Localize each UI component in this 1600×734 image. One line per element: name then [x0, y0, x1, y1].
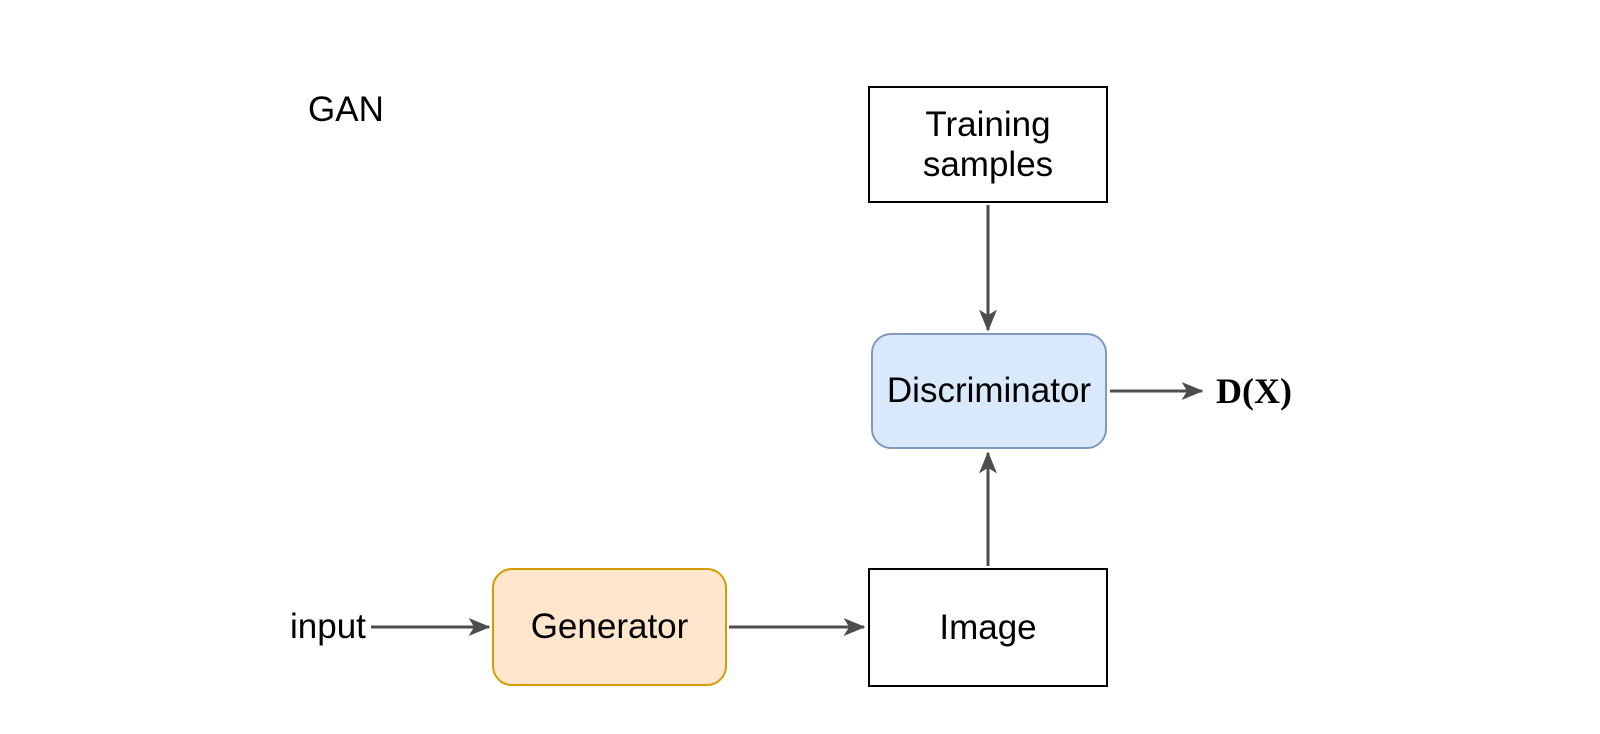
node-discriminator: Discriminator: [871, 333, 1107, 449]
node-training-samples: Training samples: [868, 86, 1108, 203]
diagram-title: GAN: [308, 90, 384, 129]
output-label: D(X): [1216, 371, 1292, 411]
node-image-label: Image: [939, 607, 1037, 647]
node-generator: Generator: [492, 568, 727, 686]
node-image: Image: [868, 568, 1108, 687]
node-training-samples-label: Training samples: [922, 104, 1054, 184]
node-discriminator-label: Discriminator: [886, 371, 1092, 410]
node-generator-label: Generator: [530, 607, 689, 646]
input-label: input: [290, 607, 366, 646]
